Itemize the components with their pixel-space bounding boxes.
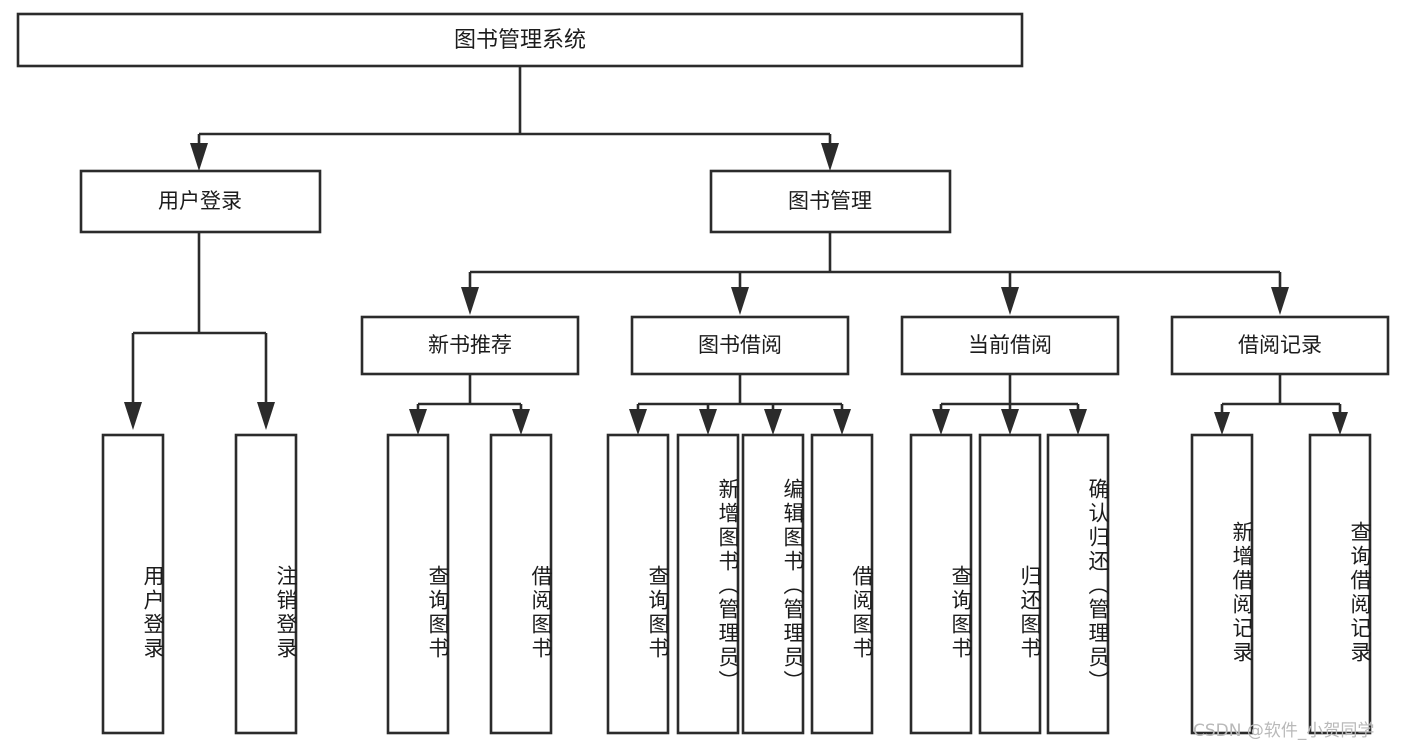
arrow-head-leaf-confirm-return [1069, 409, 1087, 435]
node-box-leaf-edit-book[interactable] [741, 433, 805, 735]
node-box-book-borrow[interactable] [630, 315, 850, 376]
node-box-new-book-recommend[interactable] [360, 315, 580, 376]
node-box-leaf-query-book-3[interactable] [909, 433, 973, 735]
node-box-leaf-query-book-2[interactable] [606, 433, 670, 735]
node-borrow-record[interactable]: 借阅记录 [1170, 315, 1390, 376]
node-label-new-book-recommend: 新书推荐 [428, 333, 512, 357]
node-label-borrow-record: 借阅记录 [1238, 333, 1322, 357]
connector-group-book-borrow [629, 374, 851, 435]
connector-group-new-book-recommend [409, 374, 530, 435]
node-label-book-management: 图书管理 [788, 189, 872, 213]
node-box-book-management[interactable] [709, 169, 952, 234]
node-box-leaf-borrow-book-1[interactable] [489, 433, 553, 735]
arrow-head-leaf-borrow-book-1 [512, 409, 530, 435]
arrow-head-book-management [821, 143, 839, 171]
connector-group-current-borrow [932, 374, 1087, 435]
arrow-head-leaf-add-record [1214, 412, 1230, 435]
arrow-head-leaf-borrow-book-2 [833, 409, 851, 435]
connector-group-user-login [124, 232, 275, 430]
node-box-leaf-confirm-return[interactable] [1046, 433, 1110, 735]
node-box-leaf-return-book[interactable] [978, 433, 1042, 735]
arrow-head-leaf-user-logout [257, 402, 275, 430]
node-box-leaf-borrow-book-2[interactable] [810, 433, 874, 735]
node-box-borrow-record[interactable] [1170, 315, 1390, 376]
node-box-leaf-user-login[interactable] [101, 433, 165, 735]
arrow-head-leaf-query-book-3 [932, 409, 950, 435]
node-box-leaf-user-logout[interactable] [234, 433, 298, 735]
arrow-head-leaf-add-book [699, 409, 717, 435]
node-box-leaf-query-book-1[interactable] [386, 433, 450, 735]
arrow-head-leaf-query-record [1332, 412, 1348, 435]
node-user-login[interactable]: 用户登录 [79, 169, 322, 234]
arrow-head-user-login [190, 143, 208, 171]
arrow-head-new-book-recommend [461, 287, 479, 315]
arrow-head-leaf-edit-book [764, 409, 782, 435]
arrow-head-leaf-return-book [1001, 409, 1019, 435]
arrow-head-leaf-query-book-1 [409, 409, 427, 435]
node-new-book-recommend[interactable]: 新书推荐 [360, 315, 580, 376]
connector-group-borrow-record [1214, 374, 1348, 435]
node-current-borrow[interactable]: 当前借阅 [900, 315, 1120, 376]
node-book-borrow[interactable]: 图书借阅 [630, 315, 850, 376]
arrow-head-book-borrow [731, 287, 749, 315]
arrow-head-borrow-record [1271, 287, 1289, 315]
node-label-user-login: 用户登录 [158, 189, 242, 213]
arrow-head-leaf-query-book-2 [629, 409, 647, 435]
node-label-current-borrow: 当前借阅 [968, 333, 1052, 357]
node-label-book-borrow: 图书借阅 [698, 333, 782, 357]
node-book-management[interactable]: 图书管理 [709, 169, 952, 234]
node-box-root[interactable] [16, 12, 1024, 68]
arrow-head-leaf-user-login [124, 402, 142, 430]
node-box-user-login[interactable] [79, 169, 322, 234]
node-label-root: 图书管理系统 [454, 28, 586, 53]
node-box-leaf-query-record[interactable] [1308, 433, 1372, 735]
node-root[interactable]: 图书管理系统 [16, 12, 1024, 68]
node-box-leaf-add-record[interactable] [1190, 433, 1254, 735]
csdn-watermark: CSDN @软件_小贺同学 [1193, 721, 1375, 741]
node-box-current-borrow[interactable] [900, 315, 1120, 376]
connector-group-root [190, 66, 839, 171]
connector-group-book-management [461, 232, 1289, 315]
node-box-leaf-add-book[interactable] [676, 433, 740, 735]
arrow-head-current-borrow [1001, 287, 1019, 315]
